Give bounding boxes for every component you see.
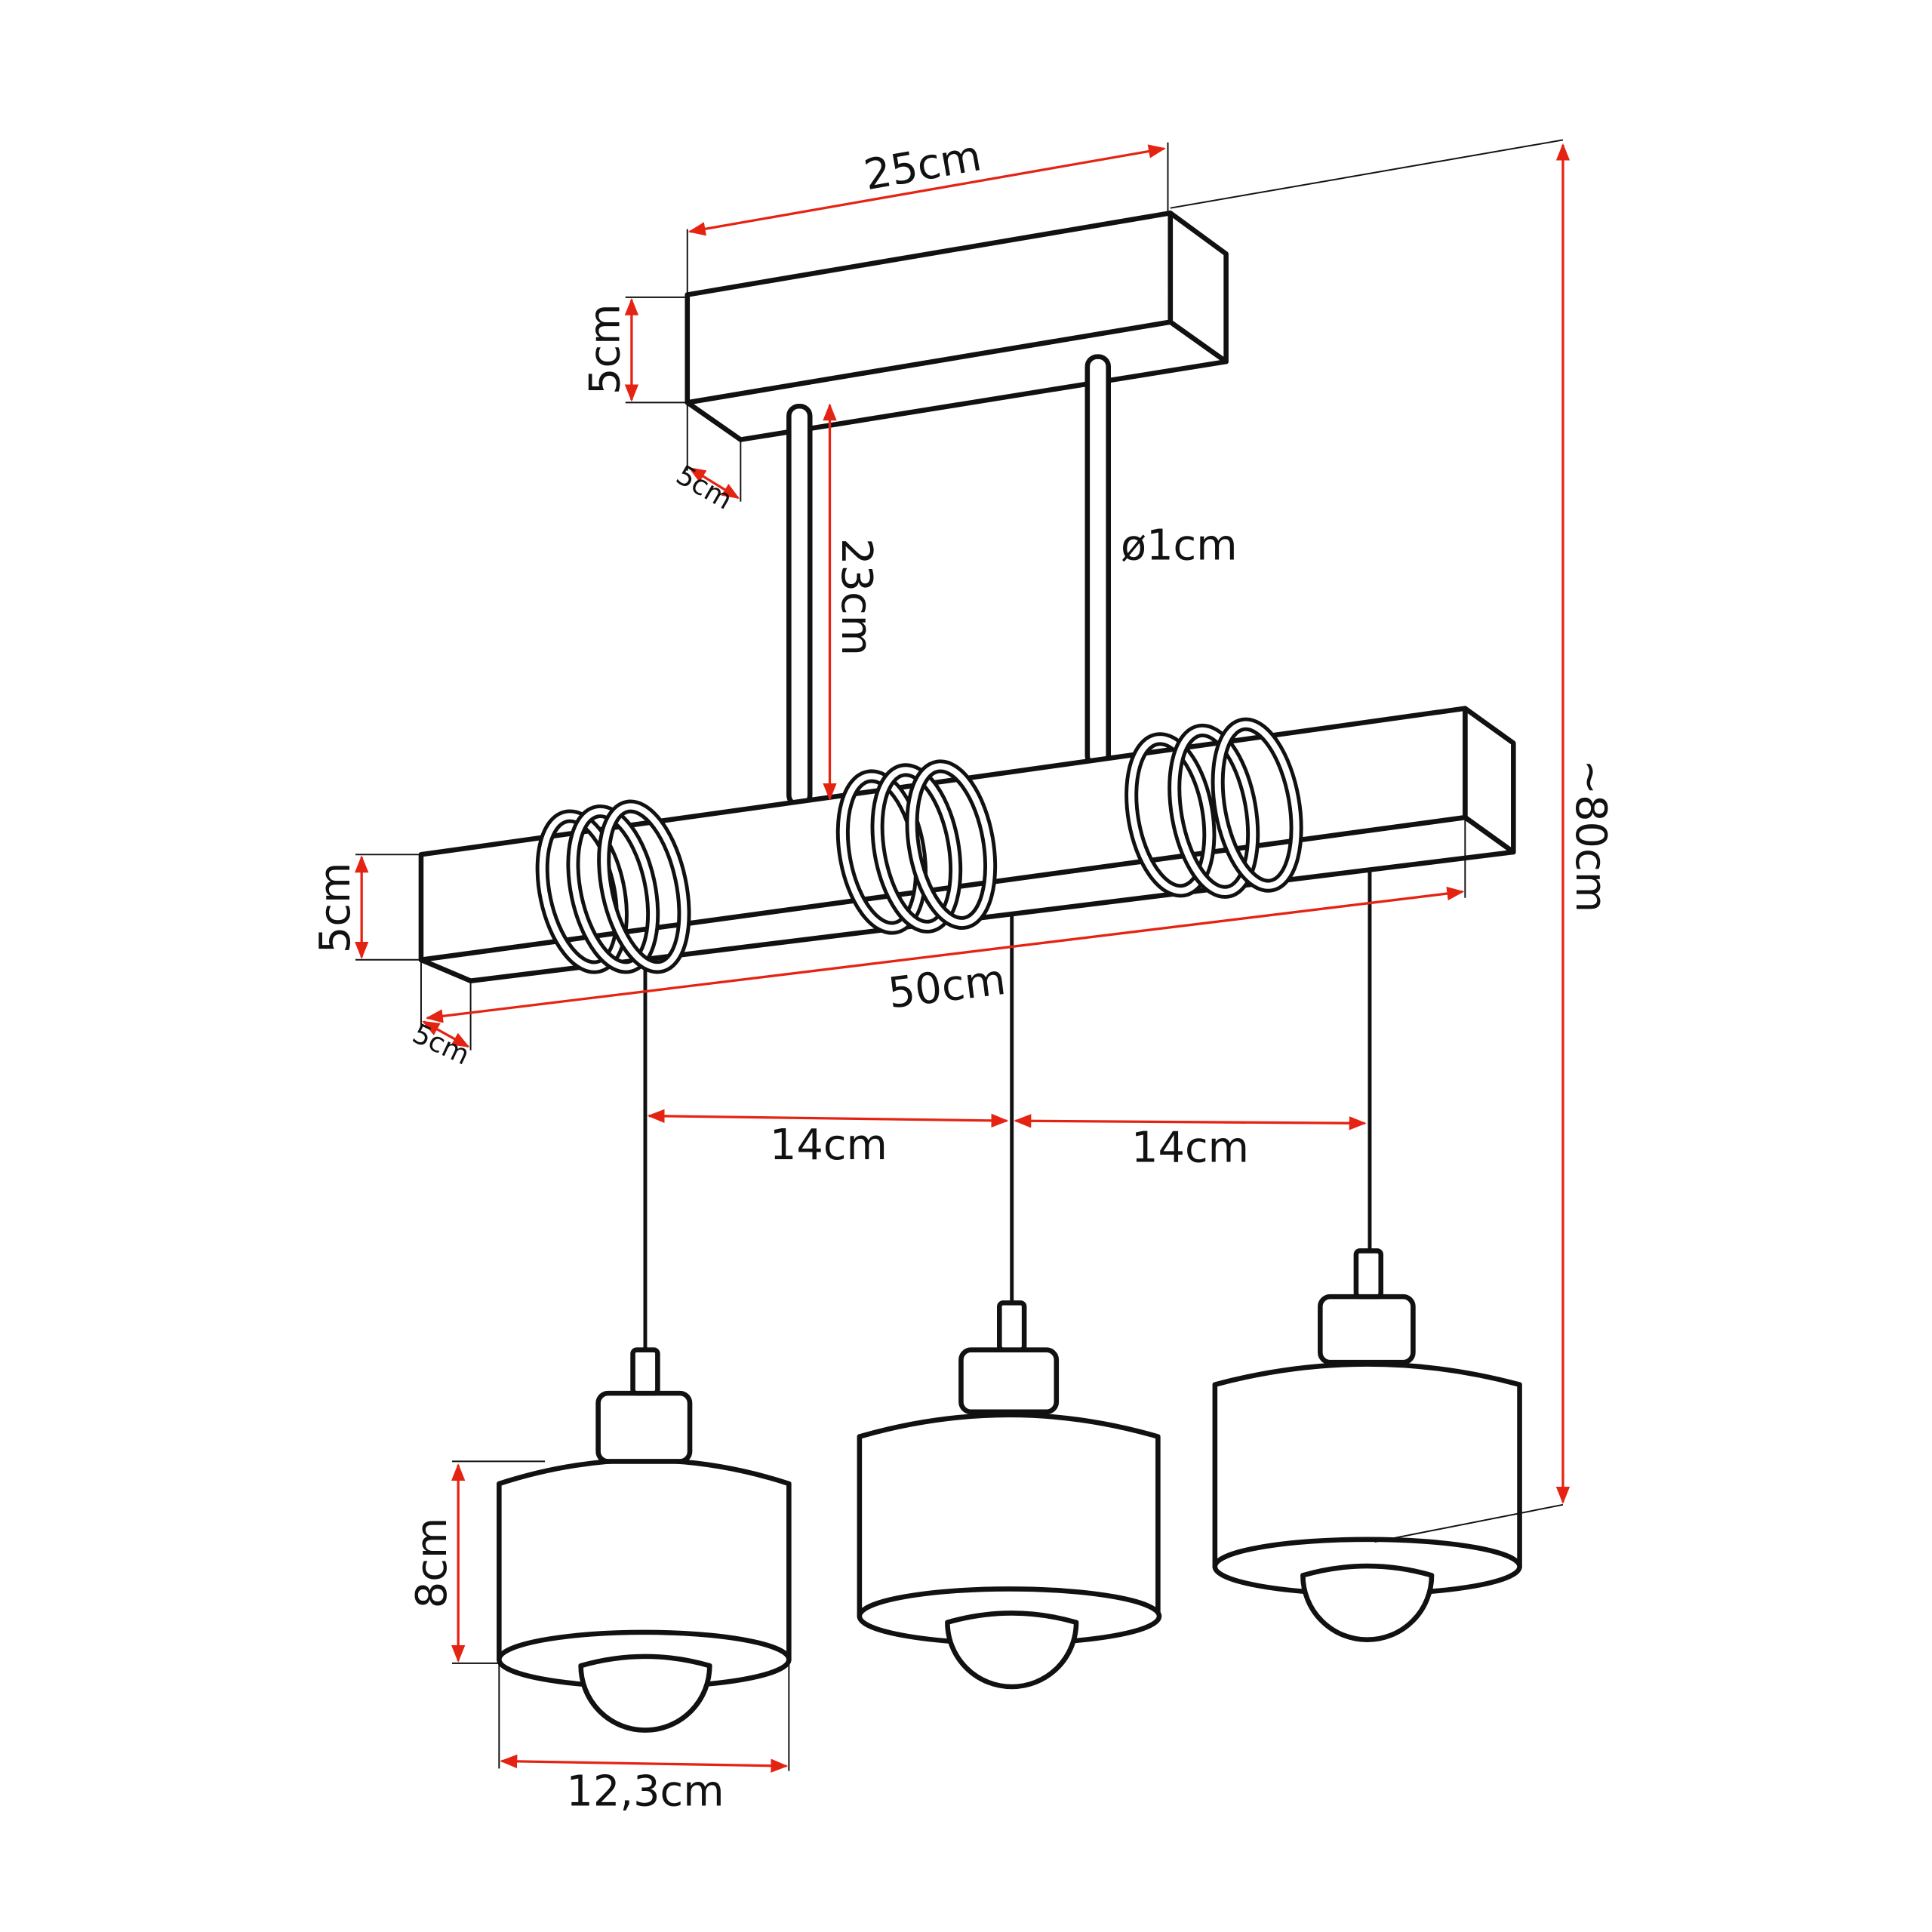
extension-lines — [355, 139, 1564, 1771]
label-canopy-height: 5cm — [581, 304, 630, 395]
dimension-arrows — [354, 143, 1571, 1773]
label-shade-diameter: 12,3cm — [566, 1767, 724, 1817]
label-spacing-2: 14cm — [1131, 1123, 1249, 1172]
label-shade-height: 8cm — [408, 1518, 457, 1609]
lamp-shade-right — [1212, 1248, 1522, 1642]
label-beam-depth: 5cm — [408, 1017, 475, 1072]
lamp-shade-middle — [857, 1300, 1162, 1690]
label-beam-length: 50cm — [885, 955, 1008, 1019]
label-spacing-1: 14cm — [770, 1121, 888, 1170]
ceiling-canopy — [685, 210, 1229, 442]
label-rod-length: 23cm — [832, 538, 881, 656]
lamp-shade-left — [497, 1347, 792, 1733]
label-beam-height: 5cm — [311, 863, 360, 954]
label-canopy-length: 25cm — [860, 131, 985, 200]
label-rod-diameter: ø1cm — [1121, 521, 1238, 571]
label-total-height: ~80cm — [1566, 759, 1615, 912]
label-canopy-depth: 5cm — [671, 458, 738, 515]
